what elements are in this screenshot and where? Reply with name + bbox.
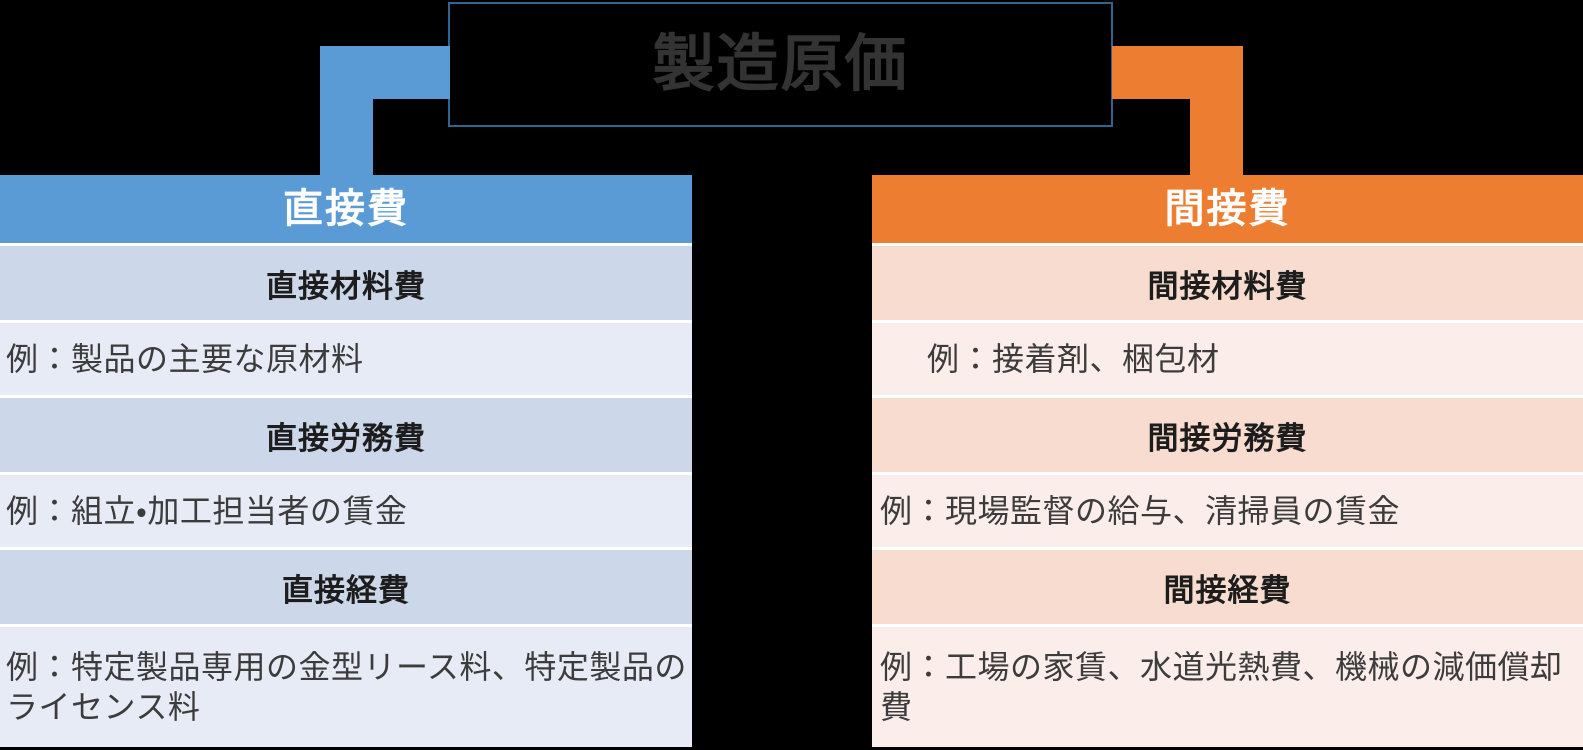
row-divider xyxy=(872,320,1583,323)
row-example-label: 例：組立・加工担当者の賃金 xyxy=(6,493,408,529)
row-title-label: 直接材料費 xyxy=(266,268,426,304)
row-title-label: 間接労務費 xyxy=(1147,420,1308,456)
row-divider xyxy=(872,472,1583,475)
branch-header-direct[interactable]: 直接費 xyxy=(0,175,692,243)
row-example-label: 例：現場監督の給与、清掃員の賃金 xyxy=(880,493,1401,529)
row-title-direct-expense: 直接経費 xyxy=(0,550,692,624)
row-example-direct-material: 例：製品の主要な原材料 xyxy=(0,323,692,395)
row-title-label: 直接労務費 xyxy=(266,420,426,456)
row-divider xyxy=(0,624,692,627)
row-example-indirect-labor: 例：現場監督の給与、清掃員の賃金 xyxy=(872,475,1583,547)
row-example-direct-labor: 例：組立・加工担当者の賃金 xyxy=(0,475,692,547)
connector-vertical-segment-right xyxy=(1190,46,1243,181)
connector-root-to-direct xyxy=(320,46,450,181)
row-title-direct-labor: 直接労務費 xyxy=(0,398,692,472)
row-example-direct-expense: 例：特定製品専用の金型リース料、特定製品のライセンス料 xyxy=(0,627,692,747)
row-title-label: 間接材料費 xyxy=(1147,268,1308,304)
root-node-label: 製造原価 xyxy=(652,29,909,99)
row-divider xyxy=(0,395,692,398)
row-title-indirect-expense: 間接経費 xyxy=(872,550,1583,624)
row-divider xyxy=(872,243,1583,246)
row-divider xyxy=(0,243,692,246)
connector-root-to-indirect xyxy=(1112,46,1243,181)
branch-header-direct-label: 直接費 xyxy=(283,187,409,231)
row-example-label: 例：特定製品専用の金型リース料、特定製品のライセンス料 xyxy=(6,649,687,725)
row-title-label: 間接経費 xyxy=(1163,572,1292,608)
row-example-indirect-material: 例：接着剤、梱包材 xyxy=(872,323,1583,395)
branch-header-indirect[interactable]: 間接費 xyxy=(872,175,1583,243)
row-divider xyxy=(0,472,692,475)
row-title-label: 直接経費 xyxy=(282,572,410,608)
row-divider xyxy=(872,624,1583,627)
row-title-indirect-labor: 間接労務費 xyxy=(872,398,1583,472)
row-title-direct-material: 直接材料費 xyxy=(0,246,692,320)
row-example-indirect-expense: 例：工場の家賃、水道光熱費、機械の減価償却費 xyxy=(872,627,1583,747)
row-title-indirect-material: 間接材料費 xyxy=(872,246,1583,320)
row-example-label: 例：工場の家賃、水道光熱費、機械の減価償却費 xyxy=(880,649,1563,725)
branch-column-direct: 直接費 直接材料費 例：製品の主要な原材料 直接労務費 例：組立・加工担当者の賃… xyxy=(0,175,692,747)
row-divider xyxy=(0,320,692,323)
branch-column-indirect: 間接費 間接材料費 例：接着剤、梱包材 間接労務費 例：現場監督の給与、清掃員の… xyxy=(872,175,1583,747)
row-divider xyxy=(0,547,692,550)
row-divider xyxy=(872,395,1583,398)
row-example-label: 例：接着剤、梱包材 xyxy=(927,341,1220,377)
row-divider xyxy=(872,547,1583,550)
root-node-manufacturing-cost[interactable]: 製造原価 xyxy=(448,2,1113,127)
connector-vertical-segment-left xyxy=(320,46,373,181)
branch-header-indirect-label: 間接費 xyxy=(1164,187,1291,231)
row-example-label: 例：製品の主要な原材料 xyxy=(6,341,364,377)
